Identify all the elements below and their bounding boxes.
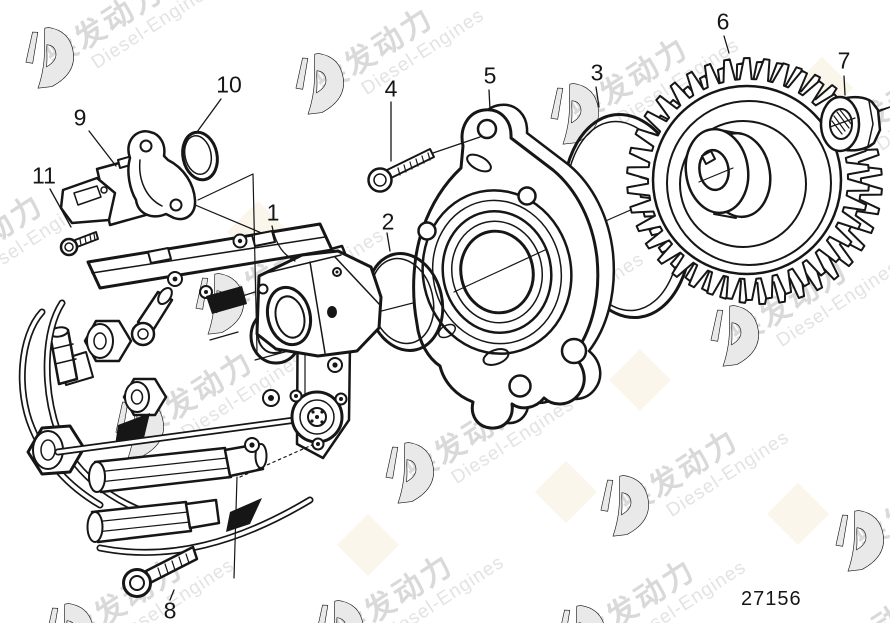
callout-1: 1	[266, 199, 280, 226]
gear-keyway	[701, 150, 716, 165]
watermark-logo-icon	[366, 432, 444, 519]
watermark-logo-icon	[538, 595, 616, 623]
watermark-logo-icon	[691, 295, 769, 382]
callout-8: 8	[163, 597, 177, 623]
solenoid-connector	[59, 176, 117, 225]
watermark-logo-icon	[26, 593, 104, 623]
callout-3: 3	[590, 59, 604, 86]
watermark-logo-icon	[276, 43, 354, 130]
callout-11: 11	[32, 162, 56, 189]
callout-5: 5	[483, 62, 497, 89]
watermark-logo-icon	[6, 17, 84, 104]
watermark-logo-icon	[816, 500, 890, 587]
watermark-logo-icon	[296, 590, 374, 623]
bolt8-axis-dotted	[239, 444, 313, 478]
bolt4-axis-line	[432, 136, 481, 154]
o-ring-10	[181, 130, 219, 182]
leader-lines	[49, 35, 846, 601]
bolt-8	[122, 444, 313, 598]
callout-10: 10	[216, 71, 242, 98]
flange-nut	[819, 95, 890, 153]
callout-6: 6	[716, 8, 730, 35]
callout-2: 2	[381, 208, 395, 235]
screw-11	[59, 231, 99, 257]
front-cover	[255, 249, 383, 358]
flange-ear-hole	[476, 118, 498, 140]
mounting-flange	[412, 103, 615, 430]
bolt-4	[367, 136, 481, 193]
drive-gear	[626, 57, 883, 305]
callout-9: 9	[73, 104, 87, 131]
drawing-number: 27156	[741, 588, 802, 610]
assembly-elbow-line	[197, 173, 258, 353]
callout-4: 4	[384, 75, 398, 102]
callout-7: 7	[837, 47, 851, 74]
solenoid-valve	[59, 130, 197, 227]
watermark-logo-icon	[581, 465, 659, 552]
